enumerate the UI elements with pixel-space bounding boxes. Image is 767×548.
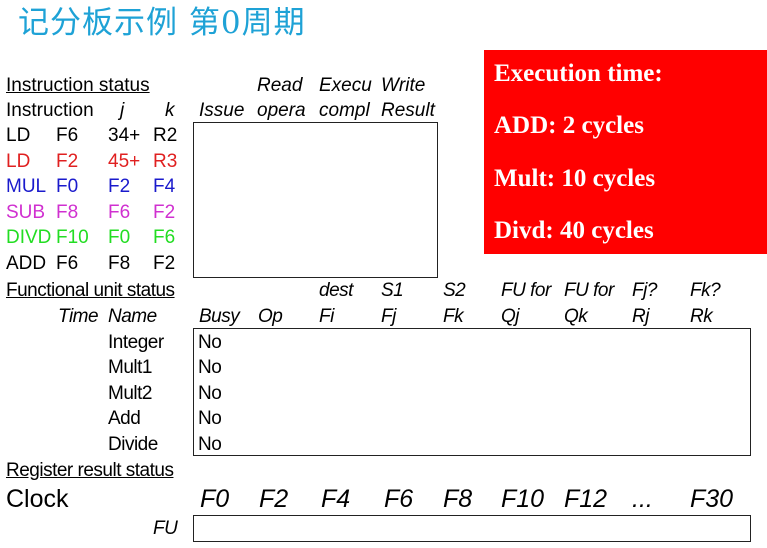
- instruction-op: LD: [6, 126, 31, 145]
- header-j: j: [120, 100, 125, 121]
- instruction-op: LD: [6, 151, 31, 171]
- register-header: F30: [690, 485, 734, 513]
- fu-header-top: S2: [443, 281, 466, 300]
- instruction-op: ADD: [6, 254, 47, 273]
- header-read-operands: opera: [257, 101, 306, 120]
- instruction-k: R3: [153, 151, 178, 171]
- execution-time-add: ADD: 2 cycles: [494, 112, 644, 139]
- functional-unit-table: [193, 328, 751, 456]
- fu-label: FU: [153, 518, 178, 539]
- register-result-status-title: Register result status: [6, 460, 174, 481]
- header-k: k: [165, 100, 175, 121]
- instruction-dest: F0: [56, 177, 79, 197]
- instruction-dest: F8: [56, 202, 79, 222]
- instruction-j: F2: [108, 177, 131, 197]
- instruction-op: DIVD: [6, 228, 52, 248]
- register-header: ...: [632, 485, 653, 513]
- instruction-k: R2: [153, 126, 178, 145]
- fu-busy: No: [198, 433, 222, 455]
- fu-name: Mult2: [108, 382, 152, 404]
- fu-header-top: Fk?: [690, 281, 721, 300]
- execution-time-mult: Mult: 10 cycles: [494, 165, 656, 192]
- instruction-status-table: [193, 122, 438, 278]
- fu-busy: No: [198, 332, 222, 353]
- fu-header-top: S1: [381, 281, 404, 300]
- fu-header-fk: Fk: [443, 306, 464, 327]
- instruction-j: 45+: [108, 151, 141, 171]
- header-issue: Issue: [199, 100, 245, 121]
- register-header: F4: [321, 485, 351, 513]
- fu-header-fj: Fj: [381, 306, 396, 327]
- instruction-j: F8: [108, 254, 131, 273]
- fu-header-top: dest: [319, 281, 353, 300]
- fu-header-top: FU for: [501, 281, 551, 300]
- instruction-op: SUB: [6, 202, 46, 222]
- fu-header-name: Name: [108, 306, 157, 327]
- instruction-dest: F6: [56, 254, 79, 273]
- register-header: F8: [443, 485, 473, 513]
- fu-header-rj: Rj: [632, 306, 649, 327]
- instruction-j: F0: [108, 228, 131, 248]
- instruction-op: MUL: [6, 177, 47, 197]
- instruction-k: F4: [153, 177, 176, 197]
- instruction-status-title: Instruction status: [6, 75, 150, 96]
- instruction-dest: F6: [56, 126, 79, 145]
- register-header: F12: [564, 485, 608, 513]
- fu-header-qj: Qj: [501, 306, 520, 327]
- register-header: F2: [259, 485, 289, 513]
- header-write: Write: [381, 75, 426, 96]
- register-header: F10: [501, 485, 545, 513]
- header-read: Read: [257, 75, 303, 96]
- fu-busy: No: [198, 357, 222, 379]
- instruction-dest: F10: [56, 228, 89, 248]
- fu-busy: No: [198, 408, 222, 430]
- fu-name: Add: [108, 408, 141, 430]
- fu-name: Divide: [108, 433, 158, 455]
- header-exec-complete: compl: [319, 101, 370, 120]
- instruction-dest: F2: [56, 151, 79, 171]
- instruction-j: F6: [108, 202, 131, 222]
- fu-header-qk: Qk: [564, 306, 588, 327]
- slide-title: 记分板示例 第0周期: [18, 5, 306, 41]
- header-instruction: Instruction: [6, 101, 94, 120]
- fu-header-op: Op: [258, 306, 283, 327]
- fu-header-rk: Rk: [690, 306, 713, 327]
- fu-header-top: FU for: [564, 281, 614, 300]
- instruction-k: F2: [153, 202, 176, 222]
- register-result-table: [193, 515, 751, 542]
- functional-unit-status-title: Functional unit status: [6, 280, 175, 301]
- register-header: F0: [200, 485, 230, 513]
- header-write-result: Result: [381, 100, 435, 121]
- register-header: F6: [384, 485, 414, 513]
- execution-time-heading: Execution time:: [494, 60, 663, 87]
- instruction-k: F6: [153, 228, 176, 248]
- execution-time-divd: Divd: 40 cycles: [494, 217, 654, 244]
- fu-name: Mult1: [108, 357, 152, 379]
- fu-name: Integer: [108, 332, 164, 353]
- instruction-j: 34+: [108, 126, 141, 145]
- instruction-k: F2: [153, 254, 176, 273]
- clock-label: Clock: [6, 485, 69, 513]
- fu-header-fi: Fi: [319, 306, 334, 327]
- fu-header-time: Time: [58, 306, 99, 327]
- header-execu: Execu: [319, 76, 372, 95]
- execution-time-panel: Execution time: ADD: 2 cycles Mult: 10 c…: [484, 50, 767, 254]
- fu-header-top: Fj?: [632, 281, 657, 300]
- fu-header-busy: Busy: [199, 306, 240, 327]
- fu-busy: No: [198, 382, 222, 404]
